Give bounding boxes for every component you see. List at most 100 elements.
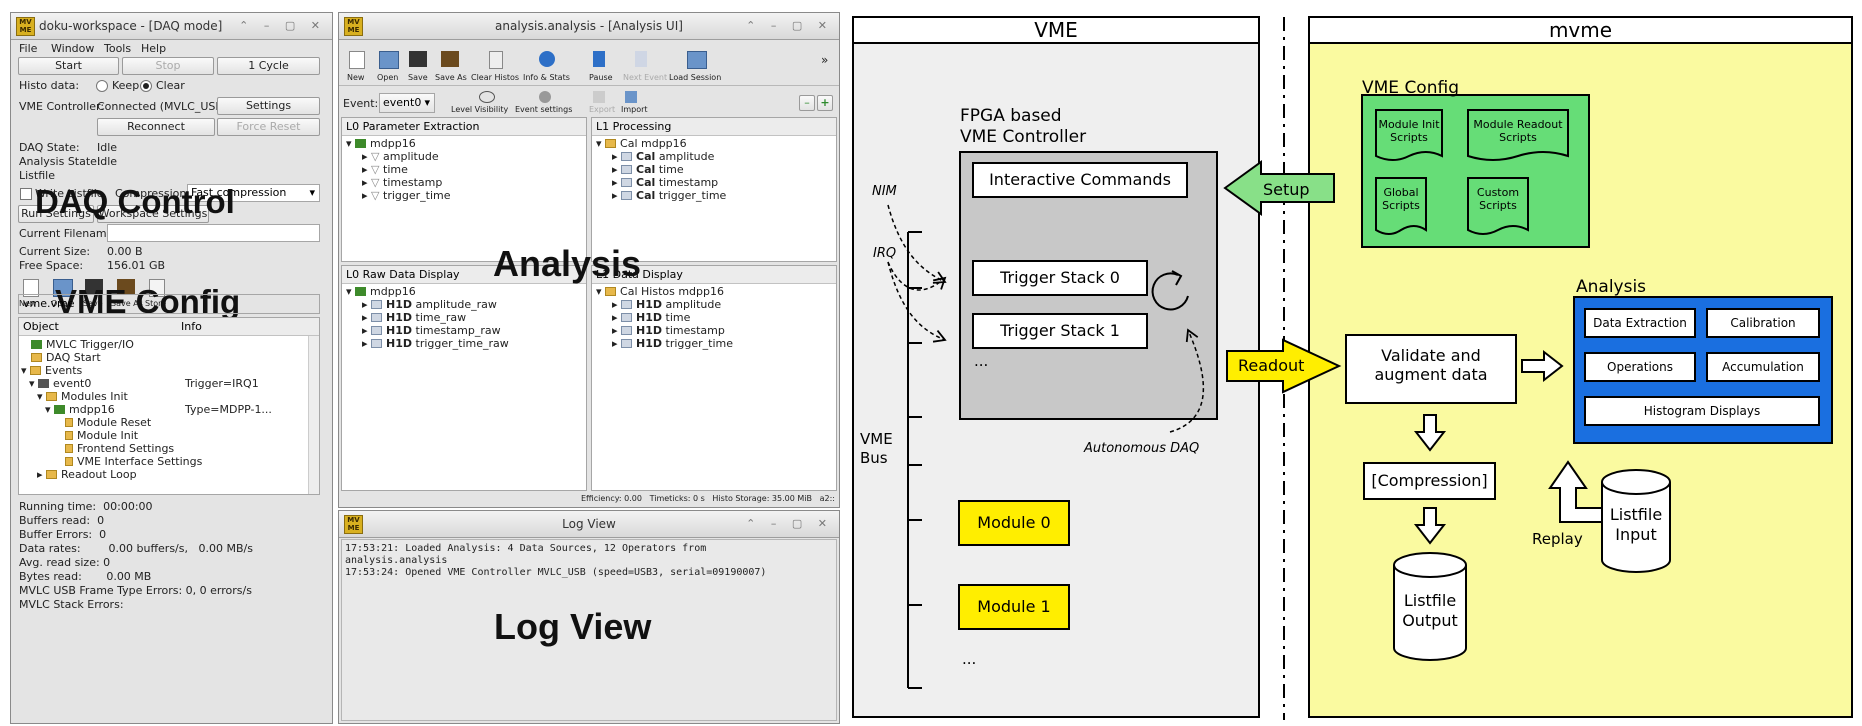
new-file-icon[interactable] bbox=[23, 279, 39, 297]
clear-radio[interactable] bbox=[140, 80, 152, 92]
tree-item-h1d-trigger-time[interactable]: ▸ H1D trigger_time bbox=[612, 337, 734, 350]
pause-icon[interactable] bbox=[593, 51, 605, 67]
free-space-label: Free Space: bbox=[19, 259, 84, 272]
panel-l1-data-display[interactable]: L1 Data Display ▾ Cal Histos mdpp16 ▸ H1… bbox=[591, 265, 837, 491]
tree-scrollbar[interactable] bbox=[308, 336, 319, 494]
analysis-accumulation: Accumulation bbox=[1706, 352, 1820, 382]
save-icon[interactable] bbox=[85, 279, 103, 295]
tree-item-timestamp-raw[interactable]: ▸ H1D timestamp_raw bbox=[362, 324, 501, 337]
force-reset-button[interactable]: Force Reset bbox=[217, 118, 320, 136]
tree-item-trigger-time[interactable]: ▸ ▽ trigger_time bbox=[362, 189, 451, 202]
config-name-value: vme.vme bbox=[23, 297, 75, 310]
keep-radio[interactable] bbox=[96, 80, 108, 92]
eye-icon[interactable] bbox=[479, 91, 495, 103]
tree-row-mdpp16[interactable]: ▾ mdpp16 bbox=[45, 403, 115, 416]
load-session-icon[interactable] bbox=[687, 51, 707, 69]
tree-root[interactable]: ▾ Cal mdpp16 bbox=[596, 137, 687, 150]
window-controls-icon[interactable]: ⌃ – ▢ ✕ bbox=[746, 19, 833, 32]
tree-item-cal-timestamp[interactable]: ▸ Cal timestamp bbox=[612, 176, 719, 189]
panel-l0-parameter-extraction[interactable]: L0 Parameter Extraction ▾ mdpp16 ▸ ▽ amp… bbox=[341, 117, 587, 262]
tree-item-timestamp[interactable]: ▸ ▽ timestamp bbox=[362, 176, 443, 189]
toolbar-overflow-icon[interactable]: » bbox=[821, 53, 829, 67]
interactive-commands-label: Interactive Commands bbox=[989, 170, 1171, 189]
analysis-tb-save-as: Save As bbox=[435, 73, 467, 82]
tree-root[interactable]: ▾ Cal Histos mdpp16 bbox=[596, 285, 724, 298]
stat-avg-read-size: Avg. read size: 0 bbox=[19, 556, 111, 569]
histogram-icon bbox=[621, 300, 633, 309]
menu-tools[interactable]: Tools bbox=[104, 42, 132, 55]
window-controls-icon[interactable]: ⌃ – ▢ ✕ bbox=[746, 517, 833, 530]
new-icon[interactable] bbox=[349, 51, 365, 69]
window-controls-icon[interactable]: ⌃ – ▢ ✕ bbox=[239, 19, 326, 32]
next-event-icon[interactable] bbox=[635, 51, 647, 67]
tree-item-h1d-amplitude[interactable]: ▸ H1D amplitude bbox=[612, 298, 722, 311]
tree-item-trigger-time-raw[interactable]: ▸ H1D trigger_time_raw bbox=[362, 337, 509, 350]
interactive-commands-box: Interactive Commands bbox=[972, 162, 1188, 198]
tree-row-vme-interface-settings[interactable]: VME Interface Settings bbox=[65, 455, 202, 468]
tree-row-mvlc-trigger-io[interactable]: MVLC Trigger/IO bbox=[31, 338, 134, 351]
store-icon[interactable] bbox=[149, 279, 165, 297]
reconnect-button[interactable]: Reconnect bbox=[97, 118, 215, 136]
tree-item-cal-trigger-time[interactable]: ▸ Cal trigger_time bbox=[612, 189, 727, 202]
vme-config-tree[interactable]: Object Info MVLC Trigger/IO DAQ Start ▾ … bbox=[18, 317, 320, 495]
current-filename-field[interactable] bbox=[107, 224, 320, 242]
tree-root[interactable]: ▾ mdpp16 bbox=[346, 285, 416, 298]
tree-item-amplitude[interactable]: ▸ ▽ amplitude bbox=[362, 150, 439, 163]
tree-row-modules-init[interactable]: ▾ Modules Init bbox=[37, 390, 128, 403]
config-name-field[interactable]: vme.vme bbox=[18, 294, 320, 314]
menu-file[interactable]: File bbox=[19, 42, 38, 55]
tree-item-cal-amplitude[interactable]: ▸ Cal amplitude bbox=[612, 150, 715, 163]
one-cycle-button[interactable]: 1 Cycle bbox=[217, 57, 320, 75]
start-button[interactable]: Start bbox=[18, 57, 119, 75]
stop-button[interactable]: Stop bbox=[122, 57, 214, 75]
tree-item-h1d-timestamp[interactable]: ▸ H1D timestamp bbox=[612, 324, 725, 337]
info-icon[interactable] bbox=[539, 51, 555, 67]
trigger-ellipsis: ... bbox=[974, 352, 989, 370]
readout-label: Readout bbox=[1238, 356, 1305, 375]
event-settings-icon[interactable] bbox=[539, 91, 551, 103]
validate-to-compression-arrow bbox=[1413, 414, 1447, 452]
run-settings-button[interactable]: Run Settings bbox=[18, 205, 94, 223]
tree-row-module-reset[interactable]: Module Reset bbox=[65, 416, 151, 429]
open-folder-icon[interactable] bbox=[53, 279, 73, 297]
tree-item-h1d-time[interactable]: ▸ H1D time bbox=[612, 311, 691, 324]
event-select[interactable]: event0 ▾ bbox=[379, 93, 435, 113]
tree-item-time-raw[interactable]: ▸ H1D time_raw bbox=[362, 311, 467, 324]
save-as-icon[interactable] bbox=[441, 51, 459, 67]
calibration-icon bbox=[621, 191, 633, 200]
tree-row-frontend-settings[interactable]: Frontend Settings bbox=[65, 442, 174, 455]
save-icon[interactable] bbox=[409, 51, 427, 67]
log-text-area[interactable]: 17:53:21: Loaded Analysis: 4 Data Source… bbox=[341, 539, 837, 721]
open-icon[interactable] bbox=[379, 51, 399, 69]
tree-row-module-init[interactable]: Module Init bbox=[65, 429, 138, 442]
tree-item-time[interactable]: ▸ ▽ time bbox=[362, 163, 408, 176]
workspace-settings-button[interactable]: Workspace Settings bbox=[97, 205, 209, 223]
menu-window[interactable]: Window bbox=[51, 42, 95, 55]
remove-level-button[interactable]: – bbox=[799, 95, 815, 111]
analysis-tb-open: Open bbox=[377, 73, 399, 82]
tree-row-readout-loop[interactable]: ▸ Readout Loop bbox=[37, 468, 137, 481]
import-icon[interactable] bbox=[625, 91, 637, 103]
export-icon[interactable] bbox=[593, 91, 605, 103]
tree-root[interactable]: ▾ mdpp16 bbox=[346, 137, 416, 150]
add-level-button[interactable]: + bbox=[817, 95, 833, 111]
tree-row-event0[interactable]: ▾ event0 bbox=[29, 377, 92, 390]
write-listfile-checkbox[interactable] bbox=[20, 188, 32, 200]
panel-l0-raw-data-display[interactable]: L0 Raw Data Display ▾ mdpp16 ▸ H1D ampli… bbox=[341, 265, 587, 491]
save-as-icon[interactable] bbox=[117, 279, 135, 295]
tree-item-amplitude-raw[interactable]: ▸ H1D amplitude_raw bbox=[362, 298, 497, 311]
tree-item-cal-time[interactable]: ▸ Cal time bbox=[612, 163, 684, 176]
panel-l1-processing[interactable]: L1 Processing ▾ Cal mdpp16 ▸ Cal amplitu… bbox=[591, 117, 837, 262]
vme-controller-value: Connected (MVLC_USB) bbox=[97, 100, 228, 113]
compression-select[interactable]: Fast compression ▾ bbox=[187, 184, 320, 202]
irq-arrow bbox=[887, 261, 947, 291]
menu-help[interactable]: Help bbox=[141, 42, 167, 55]
tree-row-daq-start[interactable]: DAQ Start bbox=[31, 351, 101, 364]
settings-button[interactable]: Settings bbox=[217, 97, 320, 115]
script-icon bbox=[65, 444, 73, 453]
clear-histos-icon[interactable] bbox=[489, 51, 503, 69]
tree-row-events[interactable]: ▾ Events bbox=[21, 364, 83, 377]
